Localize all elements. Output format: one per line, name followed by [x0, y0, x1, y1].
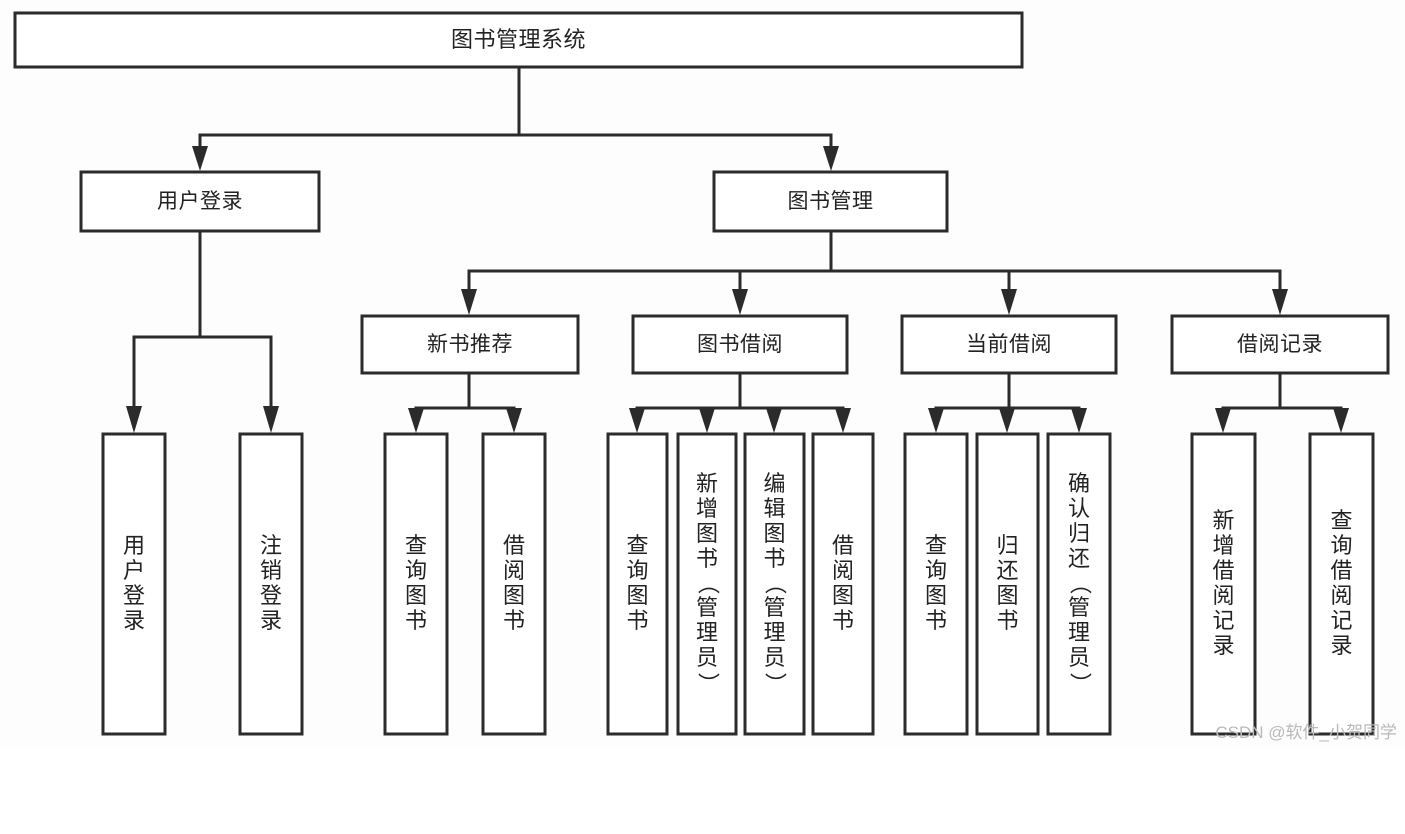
arrow-head-icon [766, 408, 782, 433]
arrow-head-icon [835, 408, 851, 433]
node-box-leaf[interactable] [811, 432, 875, 736]
node-box-leaf[interactable] [743, 432, 806, 736]
arrow-head-icon [823, 146, 839, 171]
arrow-head-icon [629, 408, 645, 433]
connector-new-book-recommend-to-leaves [408, 371, 522, 433]
node-box-leaf[interactable] [676, 432, 738, 736]
arrow-head-icon [1215, 408, 1231, 433]
node-box-user-login[interactable] [79, 170, 321, 233]
arrow-head-icon [408, 408, 424, 433]
arrow-head-icon [1272, 289, 1288, 315]
connector-borrow-record-to-leaves [1215, 371, 1349, 433]
node-box-leaf[interactable] [1308, 432, 1375, 736]
node-box-leaf[interactable] [1190, 432, 1257, 736]
connector-root-to-level1 [192, 65, 839, 171]
node-box-new-book-recommend[interactable] [360, 314, 580, 375]
node-box-leaf[interactable] [903, 432, 969, 736]
arrow-head-icon [1071, 408, 1087, 433]
arrow-head-icon [461, 289, 477, 315]
arrow-head-icon [1333, 408, 1349, 433]
diagram-root: 图书管理系统 用户登录 图书管理 新书推荐 图书借阅 当前借阅 借阅记录 用户登… [13, 11, 1397, 742]
node-box-leaf[interactable] [383, 432, 449, 736]
node-box-borrow-record[interactable] [1170, 314, 1390, 375]
node-box-leaf[interactable] [101, 432, 167, 736]
connector-book-borrow-to-leaves [629, 371, 851, 433]
arrow-head-icon [928, 408, 944, 433]
arrow-head-icon [263, 406, 279, 433]
arrow-head-icon [126, 406, 142, 433]
arrow-head-icon [999, 408, 1015, 433]
arrow-head-icon [192, 146, 208, 171]
connector-current-borrow-to-leaves [928, 371, 1087, 433]
node-box-leaf[interactable] [1046, 432, 1112, 736]
node-box-root[interactable] [13, 11, 1024, 69]
watermark-text: CSDN @软件_小贺同学 [1215, 723, 1397, 742]
node-box-leaf[interactable] [606, 432, 669, 736]
node-box-leaf[interactable] [975, 432, 1040, 736]
node-box-book-management[interactable] [712, 170, 949, 233]
arrow-head-icon [699, 408, 715, 433]
connector-user-login-to-leaves [126, 229, 279, 433]
arrow-head-icon [732, 289, 748, 315]
diagram-canvas [13, 11, 1390, 736]
node-box-leaf[interactable] [481, 432, 547, 736]
arrow-head-icon [506, 408, 522, 433]
node-box-leaf[interactable] [238, 432, 304, 736]
node-box-current-borrow[interactable] [900, 314, 1118, 375]
node-box-book-borrow[interactable] [631, 314, 849, 375]
arrow-head-icon [1001, 289, 1017, 315]
connector-book-management-to-level2 [461, 229, 1288, 315]
